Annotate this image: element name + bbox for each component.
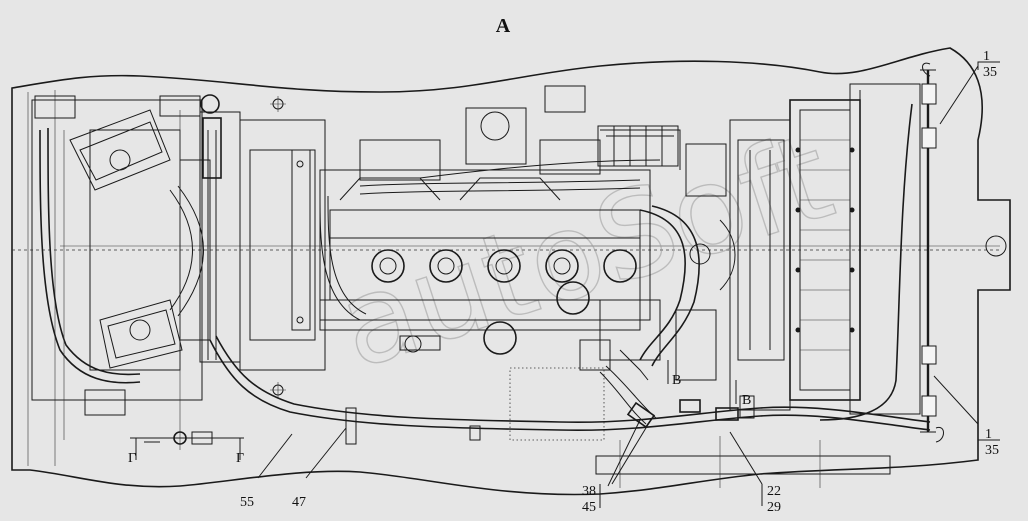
callout-47: 47: [292, 495, 306, 510]
callout-35-top: 35: [983, 65, 997, 80]
bottom-hoses: [209, 335, 931, 488]
section-mark-g-left: Г: [128, 451, 136, 466]
watermark-text: autoSoft: [323, 107, 848, 396]
flywheel-housing: [199, 96, 326, 398]
fuel-lines: [319, 125, 727, 321]
section-mark-v-left: В: [672, 373, 681, 388]
callout-55: 55: [240, 495, 254, 510]
callout-35-bottom: 35: [985, 443, 999, 458]
cooler-pipe: [819, 62, 1007, 443]
callout-1-bottom: 1: [985, 427, 992, 442]
section-mark-g-right: Г: [236, 451, 244, 466]
callout-29: 29: [767, 500, 781, 515]
view-label: A: [496, 15, 511, 37]
section-g-bracket: [130, 431, 244, 460]
callout-22: 22: [767, 484, 781, 499]
gearbox-block: [31, 94, 220, 450]
engine-block: [319, 85, 651, 355]
frame-outline: [11, 47, 1011, 496]
callout-45: 45: [582, 500, 596, 515]
callout-38: 38: [582, 484, 596, 499]
section-mark-v-right: В: [742, 393, 751, 408]
radiator: [689, 83, 921, 415]
exhaust-piping: [579, 205, 717, 381]
callout-1-top: 1: [983, 49, 990, 64]
leader-lines: [257, 61, 1000, 508]
